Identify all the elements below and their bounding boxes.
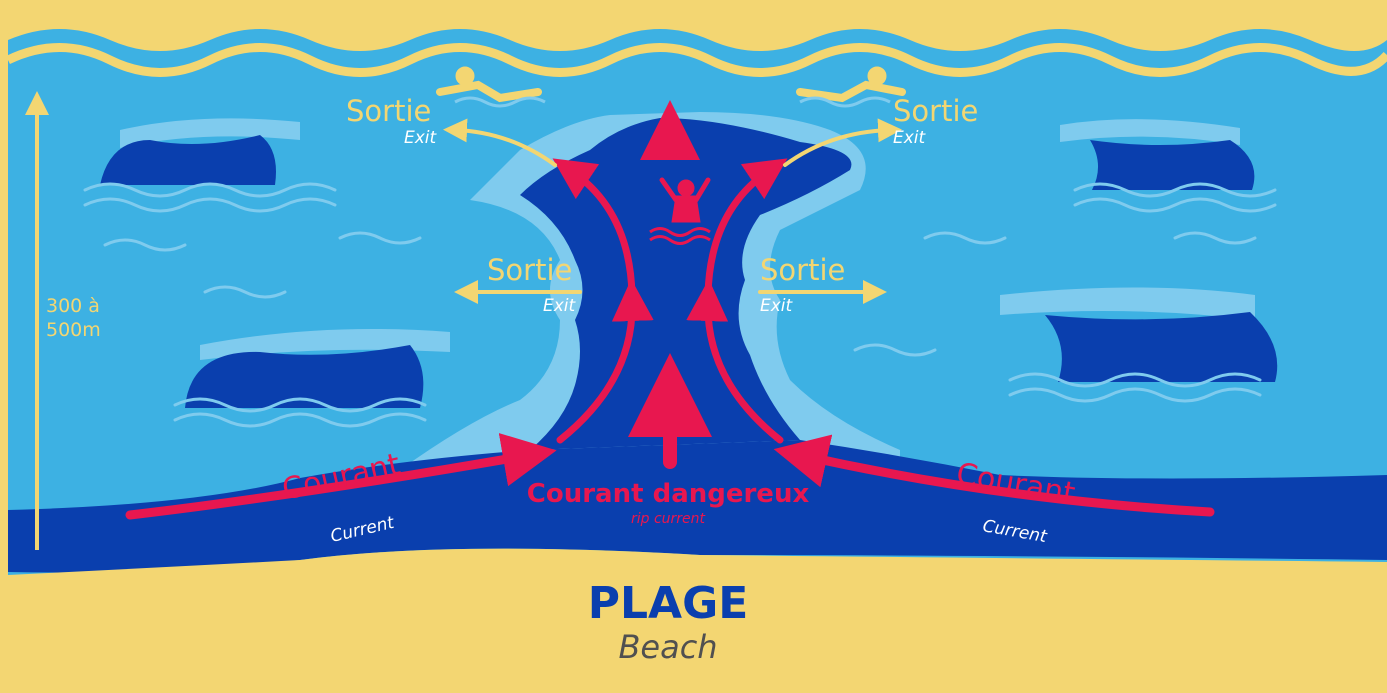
exit-sublabel: Exit — [404, 128, 438, 148]
exit-sublabel: Exit — [760, 296, 794, 316]
rip-current-sublabel: rip current — [631, 511, 706, 527]
beach-label: PLAGE — [588, 578, 749, 629]
rip-current-label: Courant dangereux — [527, 479, 810, 509]
swimmer-icon — [436, 66, 546, 108]
drowning-person-icon — [649, 177, 711, 245]
deep-water-band — [8, 440, 1387, 573]
exit-sublabel: Exit — [543, 296, 577, 316]
exit-label: Sortie — [893, 94, 978, 128]
distance-label-line1: 300 à — [46, 295, 100, 317]
ripple-lines — [83, 182, 1277, 428]
breaking-wave — [185, 328, 450, 408]
rip-current-arrows — [125, 100, 1215, 520]
exit-sublabel: Exit — [893, 128, 927, 148]
horizon-wave-band — [6, 17, 1387, 47]
swimmer-icon — [796, 66, 906, 108]
beach-sand — [0, 548, 1387, 693]
exit-label: Sortie — [760, 253, 845, 287]
breaking-wave — [1000, 287, 1278, 382]
exit-arrows — [443, 118, 902, 304]
breaking-wave — [1060, 119, 1255, 190]
distance-label-line2: 500m — [46, 319, 101, 341]
horizon-wave-band — [6, 43, 1387, 77]
beach-sublabel: Beach — [618, 628, 717, 666]
exit-label: Sortie — [487, 253, 572, 287]
breaking-wave — [100, 118, 300, 185]
exit-label: Sortie — [346, 94, 431, 128]
